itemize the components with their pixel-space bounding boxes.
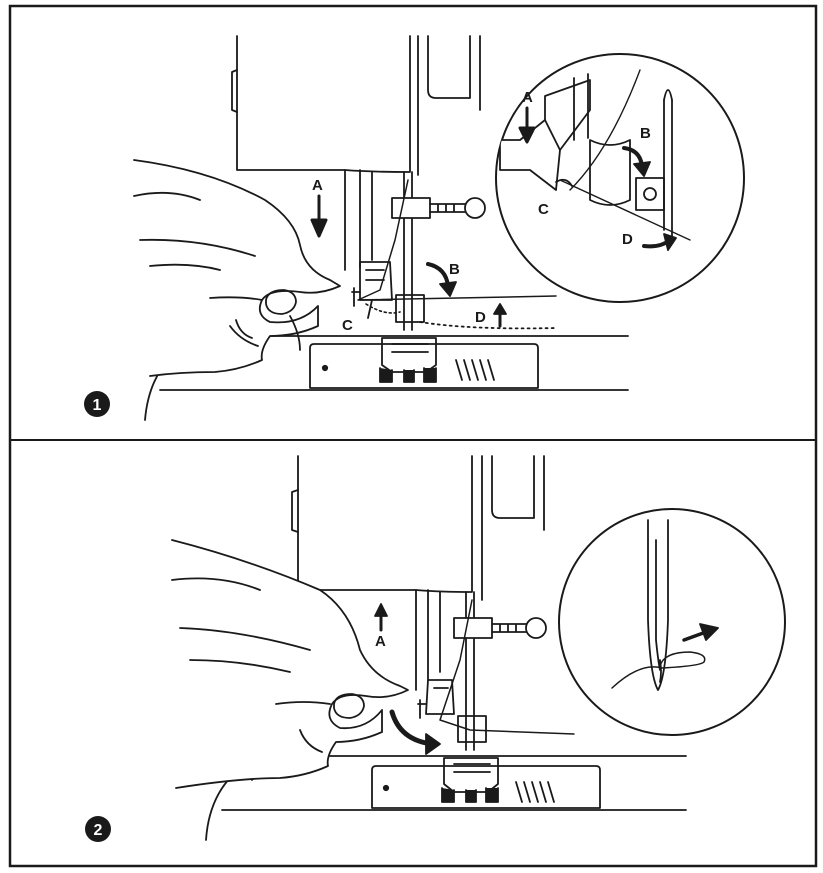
needle-clamp-2 [453,617,493,639]
needle-plate-2 [371,765,601,809]
hand-thumbnail-2 [333,693,365,719]
step-number-2: 2 [94,822,103,839]
hand-knuckle-lines [235,315,301,351]
clamp-screw-head [464,197,486,219]
presser-foot-toes [379,367,437,383]
threader-hook [351,287,361,307]
needle-clamp [391,197,431,219]
thread [357,179,557,301]
thread-dotted-left [365,303,401,314]
pull-arrow [682,630,708,642]
inset-label-a: A [522,89,533,106]
inset-thread [559,69,691,241]
label-a: A [312,177,323,194]
threader-lever-2 [425,679,455,715]
needle-bar-housing [344,169,373,271]
label-c: C [342,317,353,334]
needle-plate [309,343,539,389]
upright-column-2 [481,455,545,601]
inset-arrow-a [518,106,536,144]
hand-outline-2 [171,539,409,789]
thread-loop [611,651,706,689]
machine-head-2 [297,455,473,593]
arrow-d-head [493,303,507,315]
hand-thumbnail [265,289,297,315]
thread-2 [439,599,575,735]
inset-label-c: C [538,201,549,218]
inset-2-detail [611,519,719,691]
plate-dot [321,364,329,372]
needle-inset [647,519,669,691]
hand-finger-lines [133,191,263,347]
label-b: B [449,261,460,278]
inset-hook [555,178,573,187]
label-d: D [475,309,486,326]
upright-column [417,35,471,176]
inset-1-detail [499,69,691,251]
machine-head [236,35,411,173]
step-badge-2: 2 [85,816,111,842]
arrow-a [310,194,328,238]
head-panel-edge [231,69,238,113]
inset-circle-2 [558,508,786,736]
presser-foot-shank-2 [457,715,487,743]
arrow-b-head [439,281,457,297]
step-badge-1: 1 [84,391,110,417]
thread-dotted [419,321,557,330]
hand-outline [133,159,341,377]
inset-circle-1 [495,53,745,303]
step-number-1: 1 [93,397,102,414]
feed-slots [455,359,495,381]
clamp-screw [429,203,466,213]
outer-frame [8,4,818,868]
panel-1 [133,35,629,421]
panel-2 [171,455,687,841]
label-a-2: A [375,633,386,650]
inset-label-d: D [622,231,633,248]
inset-label-b: B [640,125,651,142]
